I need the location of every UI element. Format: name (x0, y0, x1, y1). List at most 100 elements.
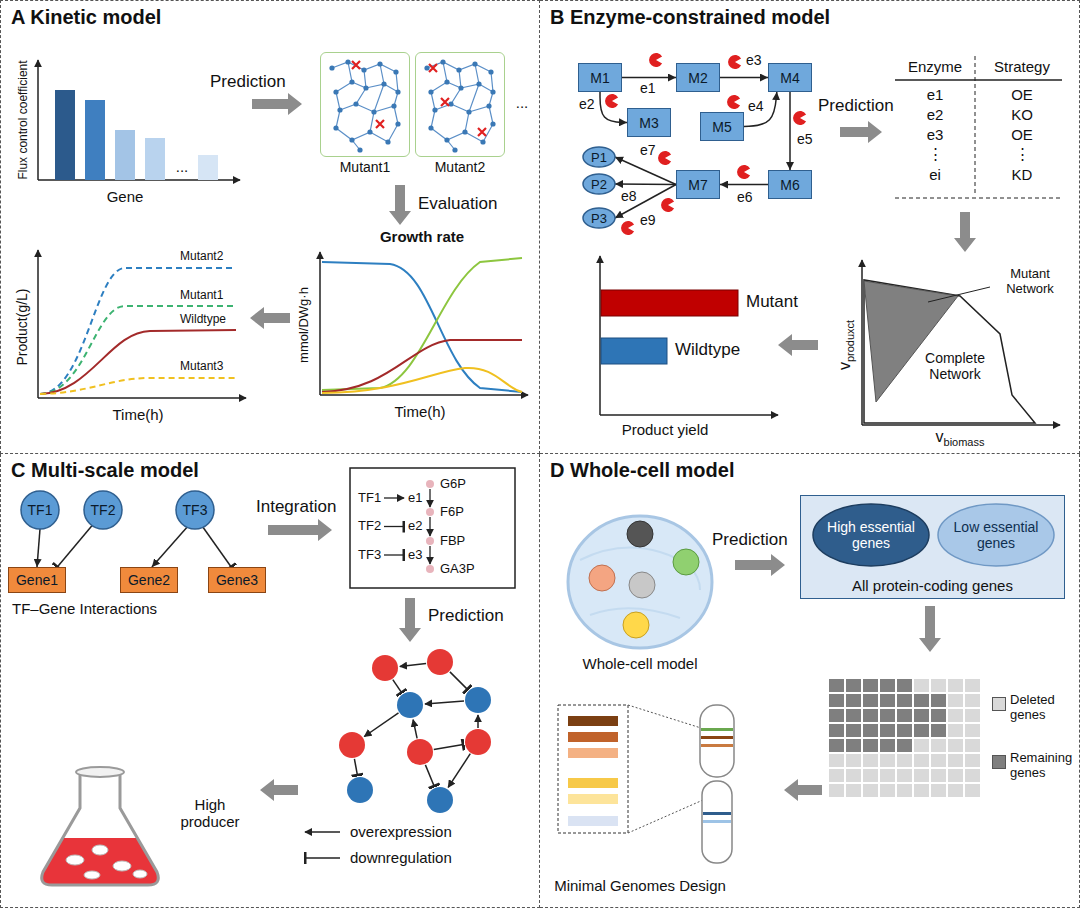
gene-box: Gene3 (208, 567, 266, 593)
label-text: Minimal Genomes Design (554, 877, 726, 894)
growth-chart (320, 394, 528, 396)
node-label: Mutant1 (321, 159, 409, 175)
gene-ellipse: Low essential genes (937, 503, 1055, 567)
pathway-box (426, 565, 434, 573)
node-label: TF2 (91, 502, 116, 518)
shape-outline (583, 147, 615, 167)
flask (66, 845, 147, 879)
label-text: e2 (408, 518, 422, 533)
regulatory-network (339, 649, 491, 813)
regulatory-network (364, 713, 398, 737)
block-arrow (252, 93, 302, 115)
label-text: Evaluation (418, 194, 497, 213)
regulatory-network (372, 655, 398, 681)
bar-chart (145, 138, 165, 180)
label-text: e2 (927, 106, 944, 123)
label-text: ... (516, 94, 529, 111)
regulatory-network (339, 649, 491, 765)
flask (84, 871, 100, 879)
label-text: e3 (408, 547, 422, 562)
text-label: Product(g/L) (14, 288, 30, 365)
chromosome (701, 744, 733, 747)
chromosome (700, 705, 734, 777)
node-label: P1 (591, 150, 607, 165)
label-text: Mutant (746, 292, 798, 311)
edge-label: e8 (621, 188, 637, 204)
mutant-network (381, 81, 386, 86)
regulatory-network (448, 754, 470, 788)
regulatory-network (354, 759, 357, 775)
flask (42, 767, 159, 885)
text-label: mmol/DWg·h (297, 287, 312, 363)
cell (568, 516, 712, 648)
genome-inset (568, 716, 618, 726)
genome-inset (628, 705, 701, 728)
block-arrow (399, 598, 421, 642)
mutant-network (349, 137, 354, 142)
edge-label: e9 (640, 212, 656, 228)
flux-space-plot (864, 280, 1035, 423)
node-label: Gene2 (128, 572, 170, 588)
mutant-network (361, 67, 366, 72)
label-text: e1 (408, 490, 422, 505)
yield-chart (600, 414, 778, 416)
genome-inset (558, 705, 628, 833)
mutant-network (352, 61, 384, 128)
legend-text: Deleted genes (1010, 693, 1076, 723)
text-label: Enzyme (908, 58, 962, 75)
node-label: A Kinetic model (11, 6, 161, 29)
text-label: Wildtype (675, 340, 740, 360)
text-label: GA3P (440, 562, 475, 577)
text-label: Time(h) (394, 403, 445, 420)
text-label: OE (1011, 86, 1033, 103)
node-label: Gene3 (216, 572, 258, 588)
text-label: Product yield (622, 421, 709, 438)
chromosome (701, 728, 733, 731)
node-label: High essential genes (826, 519, 916, 551)
genome-inset (558, 705, 703, 833)
growth-chart (322, 258, 522, 390)
text-label: Whole-cell model (582, 655, 697, 672)
pathway-box (426, 537, 434, 545)
label-text: KO (1011, 106, 1033, 123)
text-label: e1 (408, 491, 422, 506)
label-text: ei (929, 166, 941, 183)
cell (623, 612, 649, 638)
mutant-network (345, 59, 350, 64)
mutant-network (329, 59, 495, 152)
tf-circle: TF3 (175, 490, 215, 530)
edge-label: e2 (579, 96, 595, 112)
regulatory-network (339, 732, 365, 758)
yield-chart (600, 256, 778, 415)
panel: A Kinetic modelMutant1Mutant2 (0, 0, 540, 454)
gene-grid (828, 678, 981, 798)
flux-space-plot (861, 260, 863, 425)
label-text: Whole-cell model (582, 655, 697, 672)
label-text: ... (176, 158, 189, 175)
text-label: Strategy (994, 58, 1050, 75)
metabolite-box: M1 (578, 63, 622, 92)
block-arrow (268, 519, 332, 541)
text-label: Evaluation (418, 194, 497, 214)
metabolite-box: M5 (700, 112, 744, 141)
connector (720, 77, 768, 79)
cell (568, 516, 712, 648)
yield-chart (601, 290, 738, 316)
mutant-network (349, 79, 354, 84)
genome-inset (568, 794, 618, 804)
gene-box: Gene2 (120, 567, 178, 593)
enzyme-icon (661, 198, 674, 212)
gene-ellipse: High essential genes (812, 503, 930, 567)
regulatory-network (434, 745, 463, 750)
subscript: biomass (944, 436, 985, 448)
regulatory-network (347, 777, 373, 803)
regulatory-network (427, 649, 453, 675)
table-rule (975, 56, 976, 196)
label-text: OE (1011, 86, 1033, 103)
product-chart (40, 330, 236, 394)
bar-chart (115, 130, 135, 180)
mutant-network (393, 69, 398, 74)
regulatory-network (450, 672, 468, 690)
label-text: Time(h) (394, 403, 445, 420)
